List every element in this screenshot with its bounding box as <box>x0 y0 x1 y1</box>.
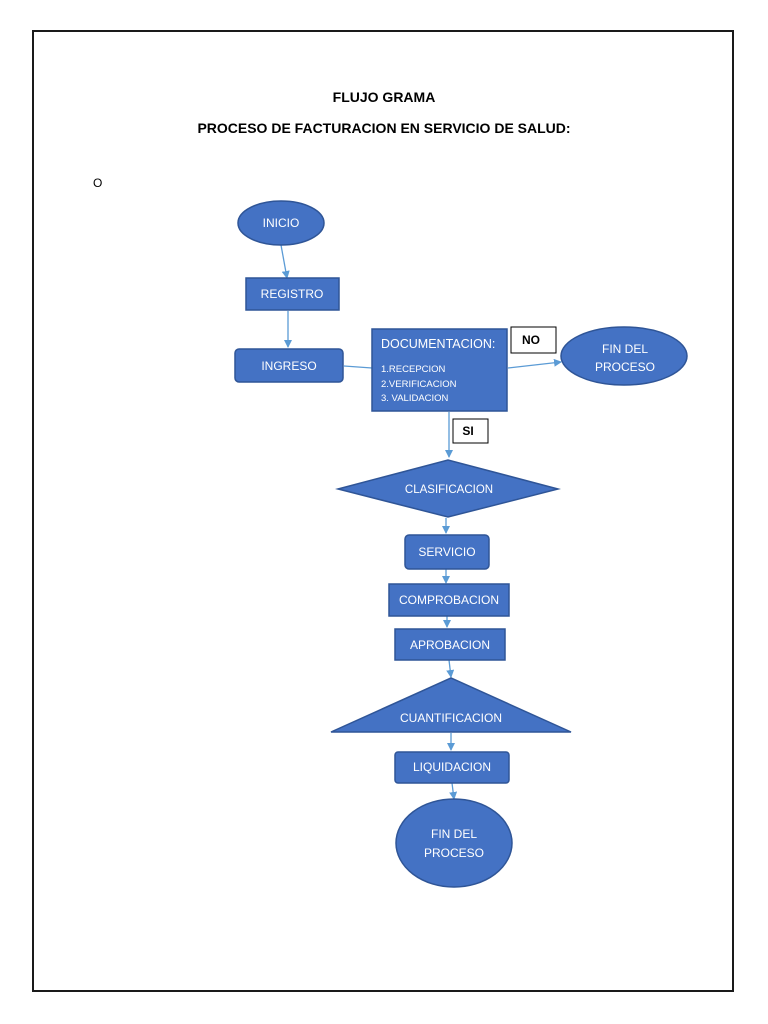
clasificacion-label: CLASIFICACION <box>405 484 493 496</box>
comprobacion-box <box>388 583 510 617</box>
inicio-label: INICIO <box>263 216 300 230</box>
no-label-box <box>510 326 557 354</box>
documentacion-box <box>371 328 508 412</box>
page-title: FLUJO GRAMA <box>332 89 436 105</box>
fin-final-terminal <box>395 798 513 888</box>
arrow-documentacion-fin <box>507 358 562 369</box>
stray-mark: O <box>93 176 103 190</box>
page-border <box>32 30 734 992</box>
liquidacion-label: LIQUIDACION <box>413 760 491 774</box>
fin-final-label-line1: FIN DEL <box>431 827 477 841</box>
si-label: SI <box>462 424 473 438</box>
ingreso-label: INGRESO <box>261 359 316 373</box>
arrow-liquidacion-fin <box>449 782 458 800</box>
arrow-aprobacion-cuantificacion <box>446 659 455 678</box>
aprobacion-label: APROBACION <box>410 638 490 652</box>
cuantificacion-label: CUANTIFICACION <box>400 711 502 725</box>
aprobacion-box <box>394 628 506 661</box>
documentacion-title: DOCUMENTACION: <box>381 337 495 351</box>
documentacion-item: 3. VALIDACION <box>381 393 449 404</box>
arrow-ingreso-documentacion <box>343 365 373 369</box>
comprobacion-label: COMPROBACION <box>399 593 499 607</box>
liquidacion-box <box>394 751 510 784</box>
fin-no-label-line1: FIN DEL <box>602 342 648 356</box>
fin-no-terminal <box>560 326 688 386</box>
documentacion-item: 1.RECEPCION <box>381 364 446 375</box>
documentacion-item: 2.VERIFICACION <box>381 379 457 390</box>
page-subtitle: PROCESO DE FACTURACION EN SERVICIO DE SA… <box>197 120 571 136</box>
clasificacion-decision <box>335 459 561 518</box>
fin-final-label-line2: PROCESO <box>424 846 484 860</box>
inicio-terminal <box>237 200 325 246</box>
si-label-box <box>452 418 489 444</box>
servicio-label: SERVICIO <box>418 545 475 559</box>
cuantificacion-triangle <box>330 677 572 733</box>
registro-label: REGISTRO <box>261 287 324 301</box>
ingreso-box <box>234 348 344 383</box>
no-label: NO <box>522 333 540 347</box>
arrow-inicio-registro <box>280 244 290 279</box>
registro-box <box>245 277 340 311</box>
servicio-box <box>404 534 490 570</box>
fin-no-label-line2: PROCESO <box>595 360 655 374</box>
